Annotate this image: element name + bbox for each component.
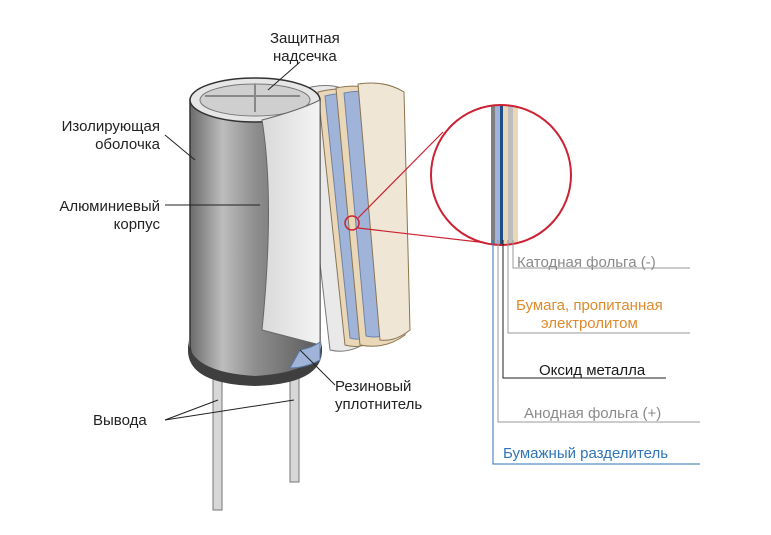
layer-leader-lines (492, 240, 700, 465)
label-cathode-foil: Катодная фольга (-) (517, 254, 656, 271)
capacitor-body (188, 77, 322, 386)
zoom-callout (344, 104, 572, 246)
label-anode-foil: Анодная фольга (+) (524, 405, 662, 422)
label-rubber-seal: Резиновый уплотнитель (335, 378, 423, 413)
leader-lines (164, 61, 336, 421)
label-paper-separator: Бумажный разделитель (503, 445, 669, 462)
label-metal-oxide: Оксид металла (539, 362, 646, 379)
label-leads: Вывода (93, 412, 147, 429)
label-electrolyte-paper: Бумага, пропитанная электролитом (516, 297, 663, 332)
label-aluminum-case: Алюминиевый корпус (59, 198, 160, 233)
label-protective-vent: Защитная надсечка (270, 30, 340, 65)
label-insulating-sleeve: Изолирующая оболочка (61, 118, 160, 153)
foil-layers (299, 82, 411, 352)
